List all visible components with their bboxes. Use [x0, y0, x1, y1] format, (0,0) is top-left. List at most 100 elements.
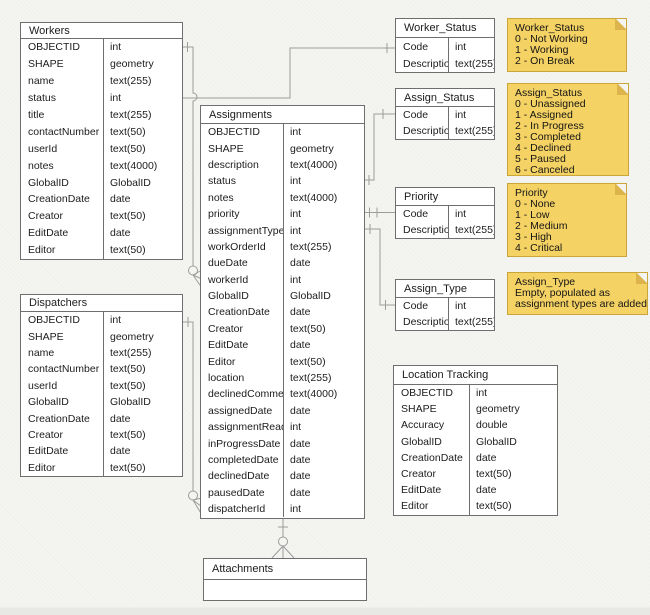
field-name: SHAPE — [28, 58, 64, 71]
field-type: text(50) — [103, 377, 182, 394]
note-line: 0 - Unassigned — [515, 98, 586, 110]
field-type: int — [283, 173, 364, 190]
connector-line[interactable] — [183, 47, 395, 99]
field-type: text(50) — [103, 207, 182, 225]
field-name: CreationDate — [28, 193, 90, 206]
field-type: text(50) — [469, 465, 557, 483]
connector-assignments-attachments[interactable] — [271, 517, 295, 559]
field-name: dispatcherId — [208, 503, 266, 516]
field-type: GlobalID — [469, 433, 557, 450]
note-folded-corner-icon — [615, 184, 626, 195]
note-line: 0 - None — [515, 198, 556, 210]
field-type: date — [283, 337, 364, 354]
field-name: status — [208, 175, 237, 188]
field-name: Description — [403, 224, 448, 236]
connector-workers-worker-status[interactable] — [183, 43, 395, 99]
field-type: text(50) — [103, 459, 182, 476]
note-line: 5 - Paused — [515, 153, 566, 165]
note-line: 1 - Assigned — [515, 109, 573, 121]
note-line: 4 - Declined — [515, 142, 572, 154]
field-name: Editor — [28, 461, 56, 474]
connector-line[interactable] — [183, 321, 194, 491]
field-name: workOrderId — [208, 240, 266, 253]
connector-line[interactable] — [365, 228, 395, 306]
field-type: text(255) — [448, 123, 494, 139]
note-folded-corner-icon — [615, 19, 626, 30]
field-type: text(255) — [448, 222, 494, 238]
field-type: int — [103, 89, 182, 107]
note-line: 2 - Medium — [515, 220, 568, 232]
table-row: CreationDate date — [201, 304, 364, 321]
field-name: CreationDate — [208, 306, 270, 319]
connector-assignments-assign-type[interactable] — [365, 224, 395, 310]
field-type: date — [283, 255, 364, 272]
connector-assignments-assign-status[interactable] — [365, 109, 395, 185]
field-name: assignmentType — [208, 224, 283, 237]
connector-line[interactable] — [183, 46, 198, 266]
connector-assignments-priority[interactable] — [365, 207, 395, 218]
field-name: priority — [208, 208, 240, 221]
table-assign-type[interactable]: Assign_TypeCodeintDescriptiontext(255) — [395, 279, 495, 331]
field-name: userId — [28, 142, 58, 155]
field-name: Accuracy — [401, 419, 445, 432]
field-name: Code — [403, 40, 429, 53]
table-row: EditDate date — [201, 337, 364, 354]
field-name: assignmentRead — [208, 421, 283, 434]
field-type: date — [283, 468, 364, 485]
field-type: date — [103, 224, 182, 242]
field-name: Description — [403, 316, 448, 328]
table-priority[interactable]: PriorityCodeintDescriptiontext(255) — [395, 187, 495, 239]
table-assign-status[interactable]: Assign_StatusCodeintDescriptiontext(255) — [395, 88, 495, 140]
field-type: date — [469, 482, 557, 499]
table-row: Editor text(50) — [21, 459, 182, 476]
table-worker-status[interactable]: Worker_StatusCodeintDescriptiontext(255) — [395, 18, 495, 73]
field-name: Description — [403, 57, 448, 70]
field-name: pausedDate — [208, 486, 265, 499]
note-line: 3 - High — [515, 231, 552, 243]
field-type: text(50) — [103, 426, 182, 444]
field-type: text(255) — [103, 106, 182, 124]
table-attachments[interactable]: Attachments — [203, 558, 367, 601]
field-name: OBJECTID — [28, 314, 80, 327]
field-name: workerId — [208, 273, 249, 286]
note-folded-corner-icon — [617, 84, 628, 95]
field-name: Creator — [28, 428, 64, 441]
connector-line[interactable] — [365, 113, 395, 181]
field-type: date — [283, 304, 364, 321]
table-row: Descriptiontext(255) — [396, 222, 494, 238]
field-name: contactNumber — [28, 363, 100, 376]
table-row: declinedCommenttext(4000) — [201, 386, 364, 403]
field-name: OBJECTID — [28, 41, 80, 54]
field-type: int — [283, 271, 364, 288]
field-type: text(50) — [103, 123, 182, 141]
field-name: EditDate — [208, 339, 249, 352]
field-name: SHAPE — [28, 330, 64, 343]
field-type: date — [283, 402, 364, 420]
field-name: EditDate — [401, 484, 442, 497]
field-type: date — [103, 410, 182, 427]
field-type: date — [469, 449, 557, 466]
table-title: Attachments — [204, 559, 366, 580]
field-type: text(4000) — [283, 386, 364, 403]
